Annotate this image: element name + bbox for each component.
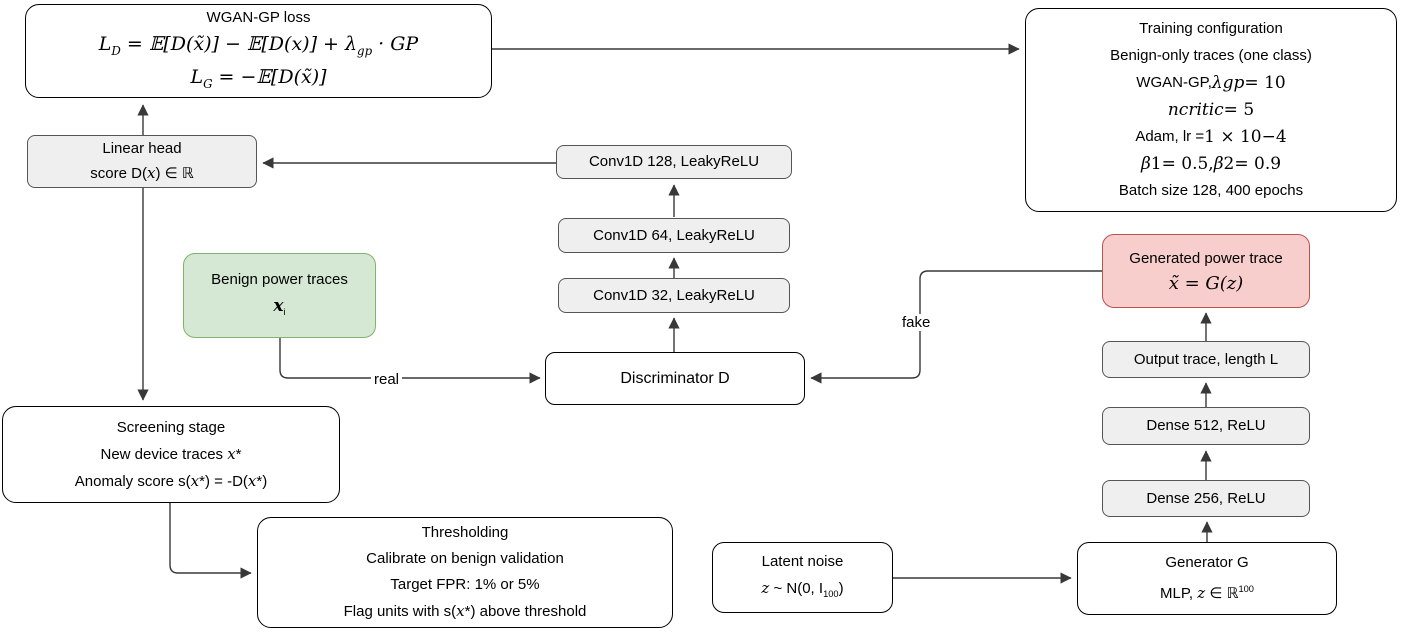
conv1d-32-label: Conv1D 32, LeakyReLU <box>593 286 755 304</box>
thresholding-calibrate: Calibrate on benign validation <box>366 550 564 567</box>
node-thresholding: Thresholding Calibrate on benign validat… <box>257 517 673 628</box>
dense-512-label: Dense 512, ReLU <box>1146 417 1266 434</box>
conv1d-64-label: Conv1D 64, LeakyReLU <box>593 226 755 244</box>
node-linear-head: Linear head score D(x) ∈ ℝ <box>27 135 257 188</box>
linear-head-title: Linear head <box>102 140 182 157</box>
linear-head-score: score D(x) ∈ ℝ <box>90 164 194 182</box>
config-title: Training configuration <box>1139 20 1283 37</box>
node-screening-stage: Screening stage New device traces x* Ano… <box>2 406 340 503</box>
node-wgan-gp-loss: WGAN-GP loss LD = 𝔼[D(x̃)] − 𝔼[D(x)] + λ… <box>25 4 492 98</box>
discriminator-label: Discriminator D <box>620 369 730 387</box>
node-conv1d-32: Conv1D 32, LeakyReLU <box>558 278 790 313</box>
generator-mlp: MLP, z ∈ ℝ100 <box>1160 584 1254 602</box>
edge-benign-to-discriminator <box>279 338 541 384</box>
benign-title: Benign power traces <box>211 270 348 288</box>
screening-anomaly-score: Anomaly score s(x*) = -D(x*) <box>74 472 268 490</box>
thresholding-target-fpr: Target FPR: 1% or 5% <box>390 576 540 593</box>
thresholding-title: Thresholding <box>421 524 509 541</box>
generator-title: Generator G <box>1165 554 1249 571</box>
thresholding-flag-units: Flag units with s(x*) above threshold <box>343 602 587 620</box>
node-conv1d-64: Conv1D 64, LeakyReLU <box>558 218 790 253</box>
screening-title: Screening stage <box>116 419 226 436</box>
screening-new-device: New device traces x* <box>100 445 242 463</box>
wgan-loss-generator-formula: LG = −𝔼[D(x̃)] <box>190 66 327 91</box>
generated-title: Generated power trace <box>1129 250 1283 267</box>
dense-256-label: Dense 256, ReLU <box>1146 489 1266 507</box>
edge-screening-to-thresholding <box>169 503 252 579</box>
benign-symbol: xi <box>273 295 286 317</box>
node-benign-power-traces: Benign power traces xi <box>183 253 376 338</box>
config-benign-only: Benign-only traces (one class) <box>1110 47 1312 64</box>
config-batch-epochs: Batch size 128, 400 epochs <box>1118 182 1304 199</box>
edge-generated-to-discriminator <box>810 270 1102 384</box>
edge-label-real: real <box>371 371 403 388</box>
wgan-loss-discriminator-formula: LD = 𝔼[D(x̃)] − 𝔼[D(x)] + λgp · GP <box>98 33 419 58</box>
latent-distribution: z ~ N(0, I100) <box>761 578 844 599</box>
generated-formula: x̃ = G(z) <box>1168 273 1244 294</box>
config-adam-lr: Adam, lr = 1 × 10−4 <box>1135 127 1287 147</box>
node-generator: Generator G MLP, z ∈ ℝ100 <box>1077 542 1337 615</box>
node-discriminator: Discriminator D <box>545 352 805 405</box>
node-dense-512: Dense 512, ReLU <box>1102 407 1310 445</box>
wgan-loss-title: WGAN-GP loss <box>206 9 311 27</box>
conv1d-128-label: Conv1D 128, LeakyReLU <box>588 153 760 170</box>
edge-label-fake: fake <box>899 314 934 331</box>
node-dense-256: Dense 256, ReLU <box>1102 480 1310 517</box>
latent-title: Latent noise <box>761 552 844 570</box>
node-generated-power-trace: Generated power trace x̃ = G(z) <box>1102 234 1310 308</box>
output-trace-label: Output trace, length L <box>1133 350 1279 368</box>
node-training-configuration: Training configuration Benign-only trace… <box>1025 8 1397 212</box>
node-output-trace: Output trace, length L <box>1102 341 1310 378</box>
node-latent-noise: Latent noise z ~ N(0, I100) <box>712 542 893 613</box>
node-conv1d-128: Conv1D 128, LeakyReLU <box>556 145 792 179</box>
